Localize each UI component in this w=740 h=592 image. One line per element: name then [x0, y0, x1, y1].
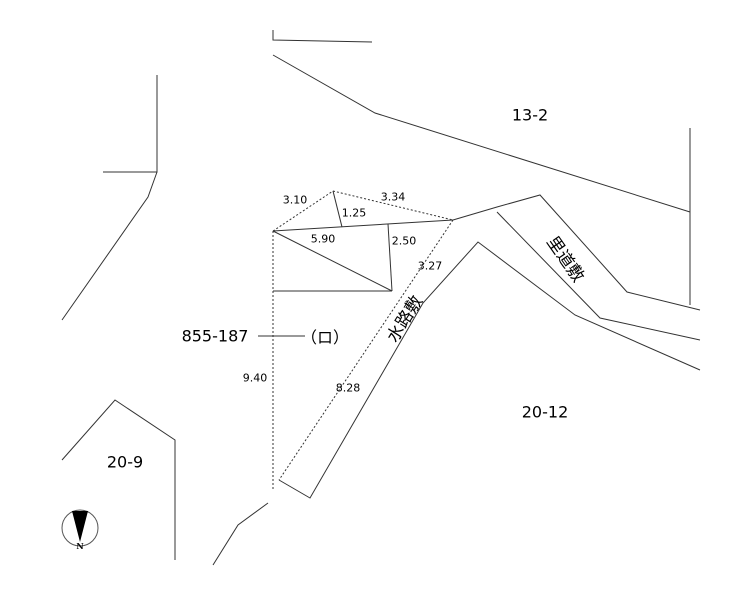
village-road [452, 194, 701, 341]
parcel-label-20-9: 20-9 [106, 452, 144, 472]
parcel-label-subject: 855-187 [181, 326, 249, 346]
dimension-8-28: 8.28 [335, 381, 361, 395]
dimension-5-90: 5.90 [310, 232, 336, 246]
parcel-label-13-2: 13-2 [511, 105, 549, 125]
dimension-3-10: 3.10 [282, 193, 308, 207]
parcel-boundaries [61, 30, 691, 566]
compass-north-label: N [76, 541, 84, 551]
dimension-2-50: 2.50 [391, 234, 417, 248]
parcel-label-20-12: 20-12 [521, 402, 569, 422]
dimension-9-40: 9.40 [242, 371, 268, 385]
north-compass-icon [61, 509, 99, 547]
dimension-1-25: 1.25 [341, 206, 367, 220]
subject-parcel-triangulation [258, 190, 454, 490]
waterway [278, 219, 701, 499]
dimension-3-27: 3.27 [417, 259, 443, 273]
parcel-subject-mark: （ロ） [300, 328, 350, 347]
dimension-3-34: 3.34 [380, 190, 406, 204]
